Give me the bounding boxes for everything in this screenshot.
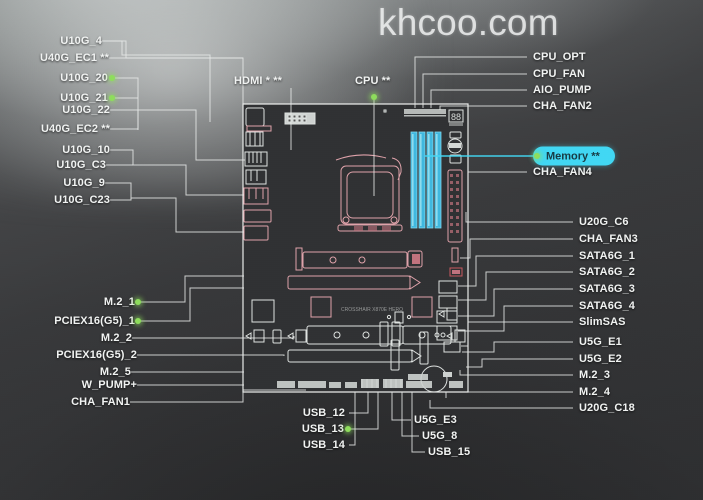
label-cha-fan3[interactable]: CHA_FAN3: [579, 233, 638, 245]
status-dot-pciex16-g5-1: [135, 318, 141, 324]
label-cha-fan1[interactable]: CHA_FAN1: [71, 396, 130, 408]
label-m2-2[interactable]: M.2_2: [100, 332, 132, 344]
label-usb-14[interactable]: USB_14: [302, 439, 345, 451]
label-u10g-9[interactable]: U10G_9: [63, 177, 105, 189]
label-u5g-e1[interactable]: U5G_E1: [579, 336, 622, 348]
label-usb-13[interactable]: USB_13: [301, 423, 344, 435]
label-cha-fan2[interactable]: CHA_FAN2: [533, 100, 592, 112]
label-memory-highlighted[interactable]: Memory **: [533, 146, 615, 166]
label-u20g-c18[interactable]: U20G_C18: [579, 402, 635, 414]
label-u10g-c3[interactable]: U10G_C3: [56, 159, 106, 171]
label-w-pump[interactable]: W_PUMP+: [81, 379, 137, 391]
status-dot-m2-1: [135, 299, 141, 305]
label-cpu-fan[interactable]: CPU_FAN: [533, 68, 586, 80]
label-sata6g-1[interactable]: SATA6G_1: [579, 250, 636, 262]
status-dot-u10g-20: [109, 75, 115, 81]
label-usb-15[interactable]: USB_15: [428, 446, 471, 458]
label-sata6g-4[interactable]: SATA6G_4: [579, 300, 636, 312]
label-u10g-10[interactable]: U10G_10: [62, 144, 110, 156]
label-hdmi[interactable]: HDMI * **: [234, 75, 282, 87]
label-usb-12[interactable]: USB_12: [302, 407, 345, 419]
label-u5g-e2[interactable]: U5G_E2: [579, 353, 622, 365]
label-sata6g-2[interactable]: SATA6G_2: [579, 266, 636, 278]
status-dot-u10g-21: [109, 95, 115, 101]
label-cpu-opt[interactable]: CPU_OPT: [533, 51, 586, 63]
label-aio-pump[interactable]: AIO_PUMP: [533, 84, 592, 96]
svg-text:CROSSHAIR X870E HERO: CROSSHAIR X870E HERO: [341, 307, 403, 313]
label-u10g-22[interactable]: U10G_22: [62, 104, 110, 116]
label-pciex16-g5-2[interactable]: PCIEX16(G5)_2: [56, 349, 137, 361]
status-dot-memory: [534, 153, 540, 159]
status-dot-cpu: [371, 94, 377, 100]
label-u20g-c6[interactable]: U20G_C6: [579, 216, 629, 228]
label-u5g-e3[interactable]: U5G_E3: [414, 414, 457, 426]
label-slimsas[interactable]: SlimSAS: [579, 316, 626, 328]
watermark-text: khcoo.com: [378, 2, 559, 43]
label-u40g-ec1[interactable]: U40G_EC1 **: [40, 52, 109, 64]
label-memory-text: Memory **: [546, 150, 600, 162]
label-m2-5[interactable]: M.2_5: [99, 366, 131, 378]
label-u10g-4[interactable]: U10G_4: [60, 35, 102, 47]
label-m2-3[interactable]: M.2_3: [579, 369, 611, 381]
label-cpu[interactable]: CPU **: [355, 75, 391, 87]
label-cha-fan4[interactable]: CHA_FAN4: [533, 166, 592, 178]
label-u10g-21[interactable]: U10G_21: [60, 92, 108, 104]
label-u10g-c23[interactable]: U10G_C23: [54, 194, 110, 206]
label-m2-4[interactable]: M.2_4: [579, 386, 611, 398]
label-u40g-ec2[interactable]: U40G_EC2 **: [41, 123, 110, 135]
label-m2-1[interactable]: M.2_1: [103, 296, 135, 308]
label-pciex16-g5-1[interactable]: PCIEX16(G5)_1: [54, 315, 135, 327]
dimm-slots: [410, 131, 442, 229]
label-sata6g-3[interactable]: SATA6G_3: [579, 283, 636, 295]
label-u5g-8[interactable]: U5G_8: [422, 430, 458, 442]
svg-text:88: 88: [451, 112, 461, 122]
label-u10g-20[interactable]: U10G_20: [60, 72, 108, 84]
status-dot-usb-13: [345, 426, 351, 432]
